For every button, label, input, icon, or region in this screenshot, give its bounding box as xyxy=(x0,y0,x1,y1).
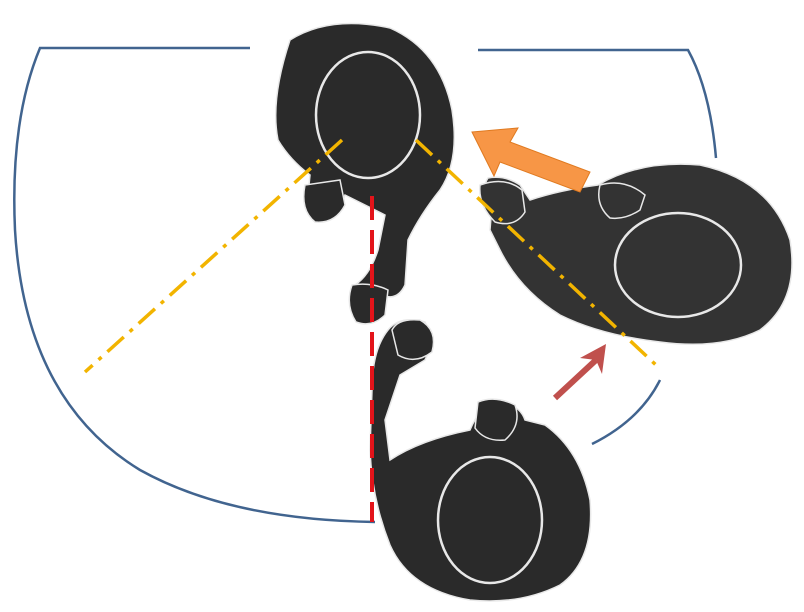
boundary-arc-top-right xyxy=(478,48,718,159)
person-top-hand-left xyxy=(303,179,346,223)
sightlines xyxy=(83,138,658,522)
person-right-hand-front xyxy=(479,180,526,225)
person-right-head xyxy=(613,211,743,319)
person-top-hand-front xyxy=(348,283,389,325)
orange-arrow xyxy=(471,127,591,193)
boundary-arc-lower-right xyxy=(591,379,662,446)
person-bottom xyxy=(369,318,592,602)
boundary-arc xyxy=(13,46,718,524)
orange-arrow-shape xyxy=(471,127,591,193)
boundary-arc-left xyxy=(13,46,376,524)
red-arrow-head xyxy=(580,344,606,374)
person-top-head xyxy=(314,50,422,180)
yellow-sightline-right xyxy=(414,138,658,367)
person-bottom-hand-right xyxy=(474,398,518,441)
person-right xyxy=(479,163,793,346)
person-bottom-head xyxy=(436,455,544,585)
person-bottom-hand-left xyxy=(391,318,435,361)
red-arrow xyxy=(552,344,606,401)
person-right-hand-back xyxy=(598,182,646,220)
red-arrow-shaft xyxy=(552,357,599,401)
yellow-sightline-left xyxy=(83,138,344,374)
